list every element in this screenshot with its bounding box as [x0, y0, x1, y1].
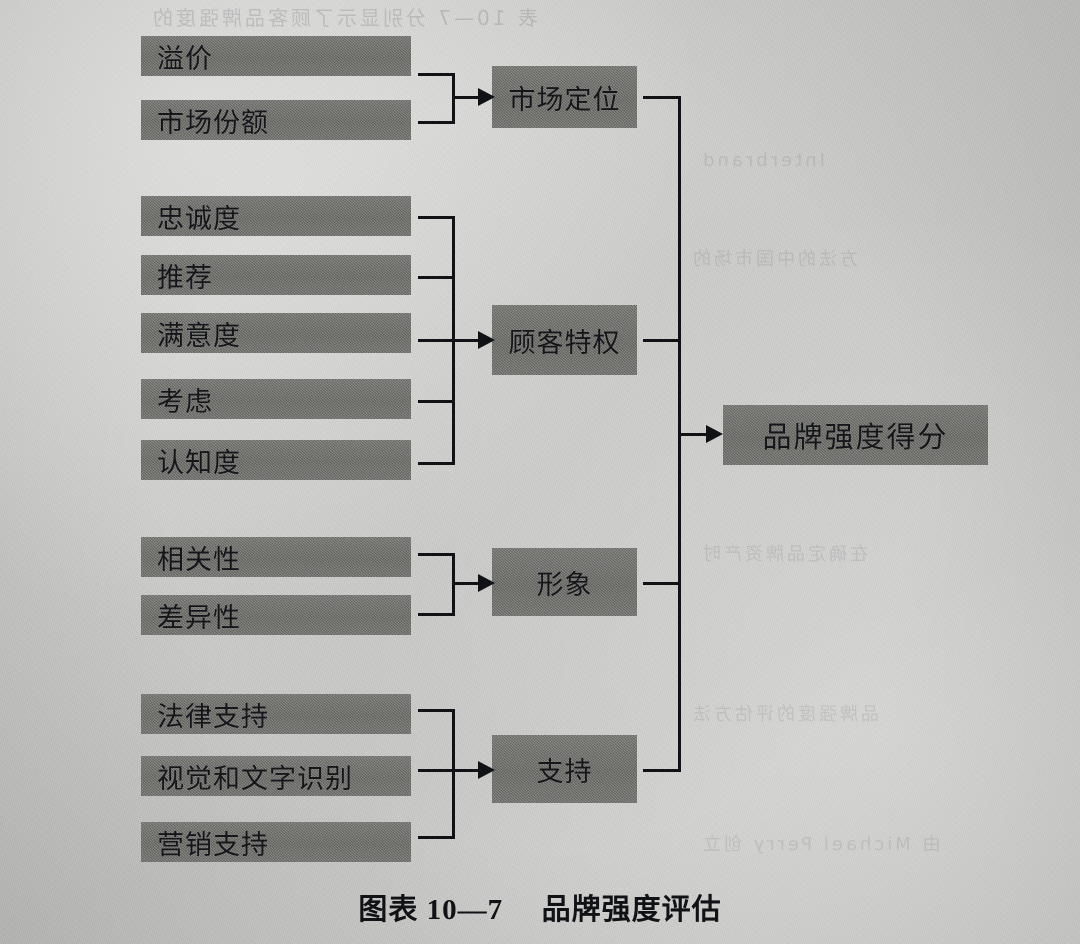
- bleed-text-right-1: Interbrand: [700, 150, 825, 171]
- category-label: 形象: [536, 569, 593, 600]
- driver-node-legal-support: 法律支持: [141, 694, 420, 743]
- connector-arrow-shaft: [452, 339, 480, 342]
- connector-stub: [418, 400, 455, 403]
- driver-label: 法律支持: [157, 701, 269, 732]
- collector-stub-image: [643, 582, 681, 585]
- driver-label: 考虑: [157, 386, 213, 417]
- connector-stub: [418, 73, 455, 76]
- connector-stub: [418, 709, 455, 712]
- driver-node-loyalty: 忠诚度: [141, 196, 420, 245]
- driver-label: 视觉和文字识别: [157, 763, 353, 794]
- connector-stub: [418, 216, 455, 219]
- driver-label: 市场份额: [157, 107, 269, 138]
- output-label: 品牌强度得分: [762, 422, 949, 454]
- collector-stub-support: [643, 769, 681, 772]
- driver-node-relevance: 相关性: [141, 537, 420, 586]
- driver-label: 认知度: [157, 447, 241, 478]
- bleed-text-right-4: 品牌强度的评估方法: [690, 704, 879, 725]
- connector-stub: [418, 836, 455, 839]
- arrow-to-image: [478, 574, 495, 592]
- category-label: 支持: [536, 756, 593, 787]
- connector-arrow-shaft: [452, 769, 480, 772]
- bleed-text-top: 表 10—7 分别显示了顾客品牌强度的: [150, 6, 538, 30]
- arrow-to-market-position: [478, 88, 495, 106]
- category-node-support: 支持: [492, 735, 646, 812]
- category-node-market-position: 市场定位: [492, 66, 646, 137]
- connector-arrow-shaft: [452, 96, 480, 99]
- connector-spine: [452, 709, 455, 839]
- bleed-text-right-3: 在确定品牌资产时: [700, 544, 868, 565]
- bleed-text-right-2: 方法的中国市场的: [690, 249, 858, 270]
- connector-stub: [418, 769, 455, 772]
- arrow-to-brand-strength-score: [706, 425, 723, 443]
- driver-label: 忠诚度: [157, 203, 241, 234]
- driver-label: 溢价: [157, 43, 213, 74]
- driver-label: 营销支持: [157, 829, 269, 860]
- driver-node-market-share: 市场份额: [141, 100, 420, 149]
- figure-caption: 图表 10—7 品牌强度评估: [0, 886, 1080, 928]
- driver-node-consideration: 考虑: [141, 379, 420, 428]
- driver-node-premium: 溢价: [141, 36, 420, 85]
- connector-stub: [418, 339, 455, 342]
- category-node-customer-franchise: 顾客特权: [492, 305, 646, 384]
- driver-node-awareness: 认知度: [141, 440, 420, 489]
- driver-label: 满意度: [157, 320, 241, 351]
- output-node-brand-strength-score: 品牌强度得分: [723, 405, 997, 474]
- caption-title: 品牌强度评估: [541, 894, 722, 926]
- driver-label: 相关性: [157, 544, 241, 575]
- driver-node-recommendation: 推荐: [141, 255, 420, 304]
- collector-stub-customer-franchise: [643, 339, 681, 342]
- category-node-image: 形象: [492, 548, 646, 625]
- driver-node-visual-verbal-identity: 视觉和文字识别: [141, 756, 420, 805]
- bleed-text-right-5: 由 Michael Perry 创立: [700, 834, 941, 855]
- connector-stub: [418, 553, 455, 556]
- caption-number: 图表 10—7: [358, 894, 504, 926]
- collector-stub-market-position: [643, 96, 681, 99]
- connector-stub: [418, 121, 455, 124]
- connector-stub: [418, 462, 455, 465]
- driver-label: 差异性: [157, 602, 241, 633]
- driver-node-marketing-support: 营销支持: [141, 822, 420, 871]
- driver-label: 推荐: [157, 262, 213, 293]
- connector-stub: [418, 613, 455, 616]
- connector-stub: [418, 276, 455, 279]
- category-label: 市场定位: [508, 84, 621, 115]
- connector-arrow-shaft: [452, 582, 480, 585]
- category-label: 顾客特权: [508, 327, 621, 358]
- arrow-to-customer-franchise: [478, 331, 495, 349]
- driver-node-satisfaction: 满意度: [141, 313, 420, 362]
- arrow-to-support: [478, 761, 495, 779]
- driver-node-differentiation: 差异性: [141, 595, 420, 644]
